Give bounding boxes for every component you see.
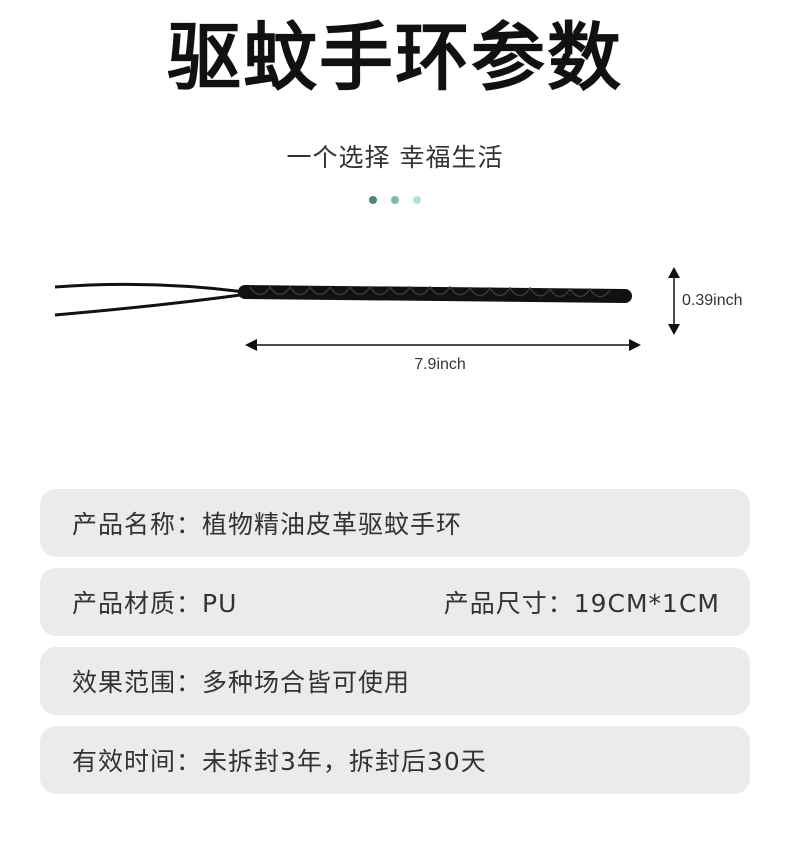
- spec-material-text: 产品材质：PU: [72, 589, 238, 618]
- height-arrow: [668, 267, 680, 335]
- product-dimension-diagram: 0.39inch 7.9inch: [54, 267, 743, 373]
- spec-row-validity: 有效时间：未拆封3年，拆封后30天: [40, 726, 750, 794]
- dot-2: [391, 196, 399, 204]
- spec-row-name: 产品名称：植物精油皮革驱蚊手环: [40, 489, 750, 557]
- spec-row-effect: 效果范围：多种场合皆可使用: [40, 647, 750, 715]
- spec-size-text: 产品尺寸：19CM*1CM: [443, 589, 720, 618]
- spec-row-material: 产品材质：PU 产品尺寸：19CM*1CM: [40, 568, 750, 636]
- dot-3: [413, 196, 421, 204]
- decorative-dots: [0, 196, 790, 204]
- spec-name-text: 产品名称：植物精油皮革驱蚊手环: [72, 510, 463, 539]
- spec-validity-text: 有效时间：未拆封3年，拆封后30天: [72, 747, 487, 776]
- length-arrow: [245, 339, 641, 351]
- length-label: 7.9inch: [414, 356, 466, 373]
- dot-1: [369, 196, 377, 204]
- page-title: 驱蚊手环参数: [167, 15, 623, 101]
- page-subtitle: 一个选择 幸福生活: [286, 143, 504, 172]
- height-label: 0.39inch: [682, 292, 743, 309]
- spec-effect-text: 效果范围：多种场合皆可使用: [72, 668, 411, 697]
- bracelet-image: [54, 282, 632, 317]
